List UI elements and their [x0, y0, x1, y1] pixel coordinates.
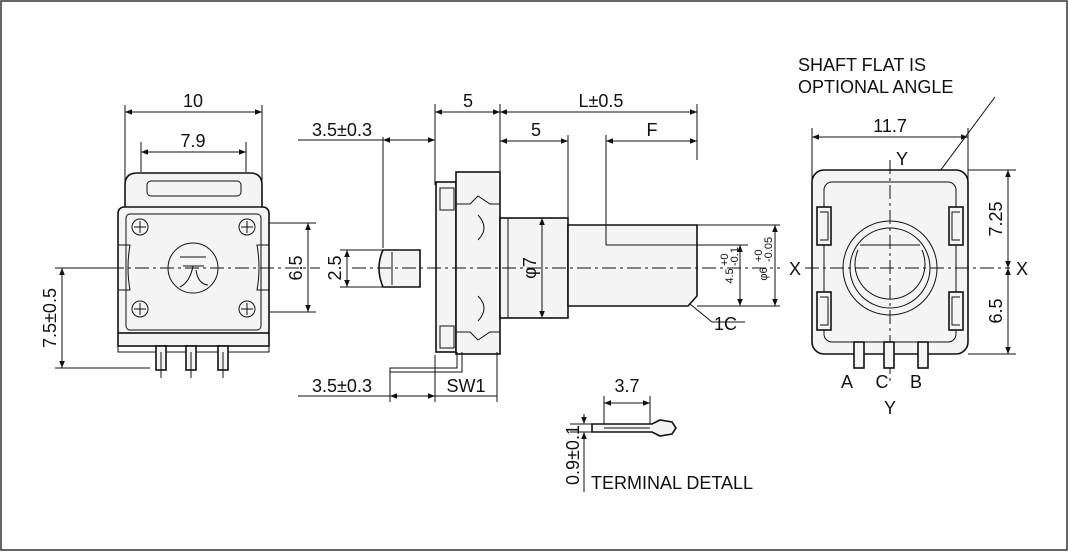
pin-b: B — [910, 372, 922, 392]
dim-height: 7.5±0.5 — [40, 288, 60, 348]
terminal-detail: 3.7 0.9±0.1 TERMINAL DETALL — [563, 376, 753, 493]
dim-F: F — [647, 120, 658, 140]
axis-x-left: X — [789, 259, 801, 279]
note-line2: OPTIONAL ANGLE — [798, 77, 953, 97]
dim-phi6: φ6 — [758, 267, 770, 280]
dim-3-7: 3.7 — [614, 376, 639, 396]
terminal-detail-title: TERMINAL DETALL — [591, 473, 753, 493]
axis-y-bottom: Y — [884, 398, 896, 418]
dim-7-25: 7.25 — [986, 201, 1006, 236]
dim-5-mid: 5 — [531, 120, 541, 140]
dim-inner-width: 7.9 — [180, 131, 205, 151]
dim-width-11-7: 11.7 — [873, 116, 907, 136]
dim-length: L±0.5 — [579, 91, 624, 111]
dim-phi6-tol-lower: -0.05 — [763, 237, 775, 262]
dim-chamfer: 1C — [714, 314, 737, 334]
label-sw1: SW1 — [446, 376, 485, 396]
note-line1: SHAFT FLAT IS — [798, 55, 926, 75]
pin-a: A — [841, 372, 853, 392]
axis-y-top: Y — [896, 149, 908, 169]
pin-c: C — [876, 372, 889, 392]
dim-4-5: 4.5 — [724, 268, 736, 283]
dim-6-5: 6.5 — [986, 298, 1006, 323]
dim-right-6-5: 6.5 — [286, 255, 306, 280]
dim-phi6-tol-upper: +0 — [753, 249, 765, 262]
dim-0-9: 0.9±0.1 — [563, 425, 583, 485]
dim-4-5-tol-lower: -0.1 — [729, 247, 741, 266]
dim-width-10: 10 — [183, 91, 203, 111]
side-view: 5 L±0.5 3.5±0.3 5 F — [298, 91, 780, 402]
axis-x-right: X — [1016, 259, 1028, 279]
dim-2-5: 2.5 — [325, 255, 345, 280]
right-view: SHAFT FLAT IS OPTIONAL ANGLE 11.7 Y Y X … — [789, 55, 1028, 418]
dim-4-5-tol-upper: +0 — [719, 253, 731, 266]
dim-3-5-bottom: 3.5±0.3 — [312, 376, 372, 396]
dim-5-top: 5 — [463, 91, 473, 111]
dim-phi7: φ7 — [520, 257, 540, 279]
dim-3-5-top: 3.5±0.3 — [312, 120, 372, 140]
front-view: 10 7.9 — [40, 91, 320, 378]
